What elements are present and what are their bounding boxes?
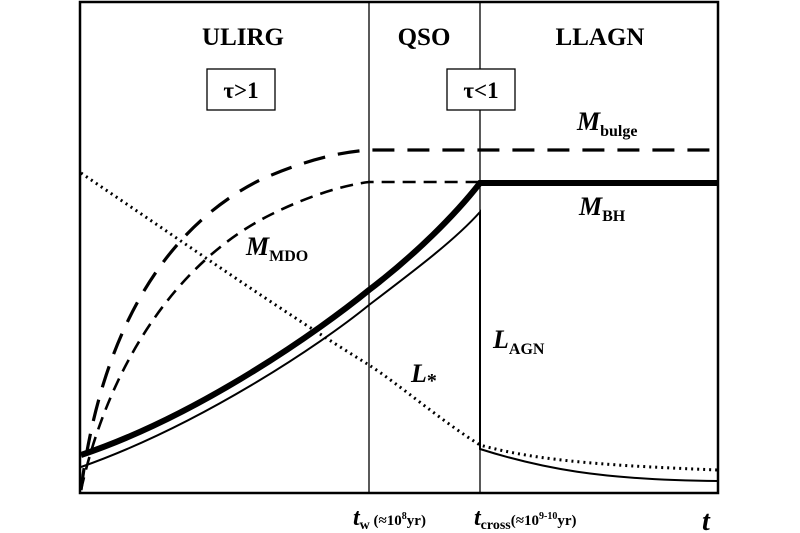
- m-bh-label: MBH: [578, 192, 626, 225]
- m-bulge-curve: [79, 148, 718, 491]
- m-mdo-label: MMDO: [245, 232, 308, 265]
- l-star-label: L*: [410, 359, 437, 392]
- t-w-label: tw (≈108yr): [353, 505, 426, 533]
- t-cross-label: tcross(≈109-10yr): [474, 505, 576, 533]
- l-agn-label: LAGN: [492, 325, 545, 358]
- phase-label-qso: QSO: [398, 24, 451, 51]
- phase-label-llagn: LLAGN: [556, 24, 645, 51]
- tau-thick-label: τ>1: [223, 78, 258, 103]
- plot-frame: [78, 0, 720, 495]
- m-bh-curve: [80, 180, 718, 458]
- l-agn-curve: [80, 209, 719, 482]
- m-mdo-curve: [79, 180, 480, 491]
- tau-thin-label: τ<1: [463, 78, 498, 103]
- m-bulge-label: Mbulge: [576, 107, 637, 140]
- tau-thick-box: [206, 68, 276, 111]
- tau-thin-box: [446, 68, 516, 111]
- x-axis-label: t: [702, 506, 711, 533]
- phase-label-ulirg: ULIRG: [202, 24, 284, 51]
